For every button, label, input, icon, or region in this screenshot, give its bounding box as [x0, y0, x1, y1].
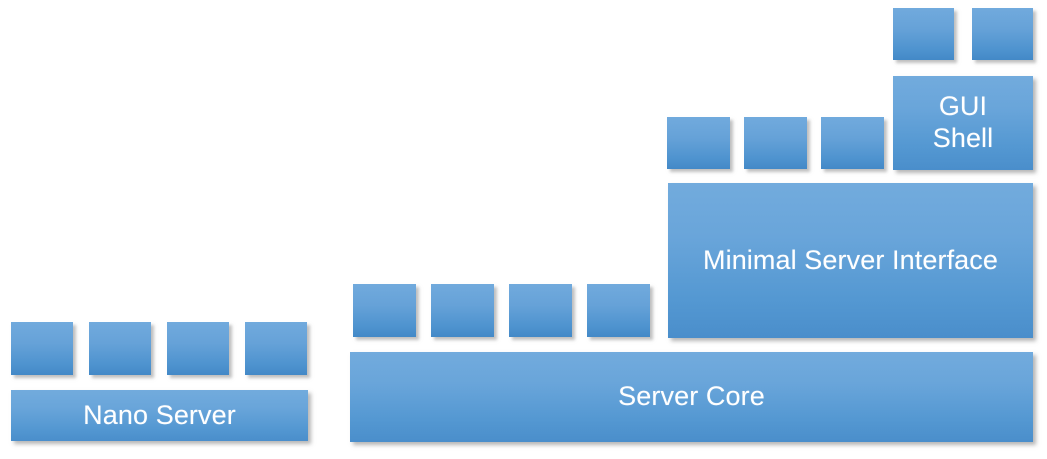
minimal-server-interface-label: Minimal Server Interface	[703, 244, 998, 275]
minimal-server-interface-tile-1	[667, 117, 730, 169]
nano-server-label: Nano Server	[83, 399, 236, 430]
nano-server-tile-4	[245, 322, 307, 375]
gui-shell-tile-2	[972, 8, 1033, 60]
minimal-server-interface-tile-2	[744, 117, 807, 169]
server-core-tile-2	[431, 284, 494, 337]
minimal-server-interface-tile-3	[821, 117, 884, 169]
nano-server-block: Nano Server	[11, 390, 308, 441]
server-core-tile-3	[509, 284, 572, 337]
gui-shell-tile-1	[893, 8, 954, 60]
gui-shell-label-line2: Shell	[932, 123, 994, 153]
nano-server-tile-1	[11, 322, 73, 375]
nano-server-tile-3	[167, 322, 229, 375]
gui-shell-label: GUI Shell	[933, 91, 994, 155]
minimal-server-interface-block: Minimal Server Interface	[668, 183, 1033, 338]
server-core-tile-4	[587, 284, 650, 337]
server-core-label: Server Core	[618, 381, 765, 412]
server-core-block: Server Core	[350, 352, 1033, 442]
gui-shell-block: GUI Shell	[893, 76, 1033, 170]
server-core-tile-1	[353, 284, 416, 337]
nano-server-tile-2	[89, 322, 151, 375]
gui-shell-label-line1: GUI	[938, 91, 988, 122]
